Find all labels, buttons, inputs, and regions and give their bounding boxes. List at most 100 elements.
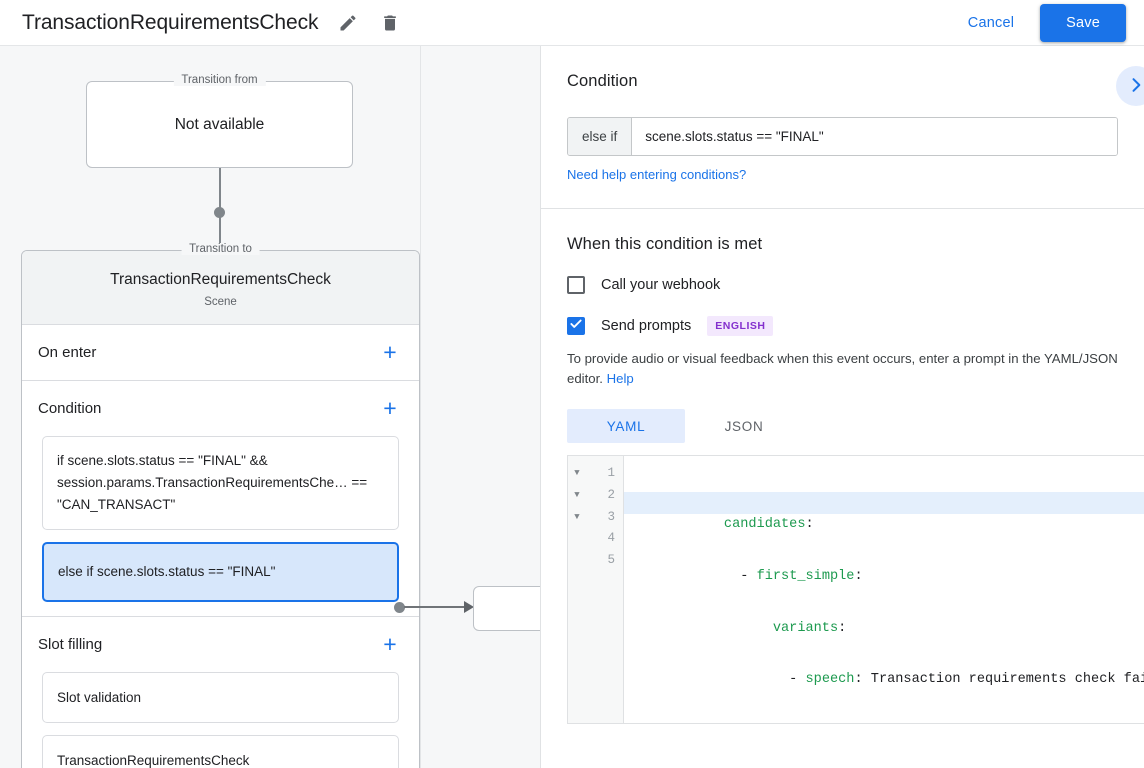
language-badge: ENGLISH [707, 316, 774, 336]
send-prompts-label: Send prompts [601, 318, 692, 334]
code-line: candidates: [624, 492, 1144, 532]
call-webhook-label: Call your webhook [601, 277, 721, 293]
condition-list: if scene.slots.status == "FINAL" && sess… [22, 436, 419, 616]
gutter-line: 4 [568, 528, 623, 550]
flow-graph-canvas[interactable]: Transition from Not available Transition… [0, 46, 541, 768]
when-met-heading: When this condition is met [567, 235, 763, 253]
transition-to-legend: Transition to [181, 243, 260, 255]
condition-edge-dot [394, 602, 405, 613]
code-line: - first_simple: [624, 544, 1144, 584]
code-indent [724, 621, 773, 636]
scene-header[interactable]: TransactionRequirementsCheck Scene [22, 251, 419, 325]
panel-divider [540, 46, 541, 768]
send-prompts-checkbox[interactable] [567, 317, 585, 335]
panel-condition-heading: Condition [567, 72, 638, 90]
line-number: 5 [607, 553, 615, 568]
prompts-help-link[interactable]: Help [606, 371, 634, 387]
line-number: 2 [607, 487, 615, 502]
scene-type: Scene [204, 296, 237, 308]
section-condition: Condition + if scene.slots.status == "FI… [22, 381, 419, 617]
line-number: 1 [607, 466, 615, 481]
code-colon: : [805, 516, 814, 532]
condition-expression-input[interactable] [632, 118, 1117, 155]
line-number: 3 [607, 509, 615, 524]
condition-input-row: else if [567, 117, 1118, 156]
chevron-right-icon [1126, 75, 1144, 98]
yaml-code-editor[interactable]: ▼ 1 ▼ 2 ▼ 3 4 [567, 455, 1144, 725]
condition-item[interactable]: if scene.slots.status == "FINAL" && sess… [42, 436, 399, 530]
line-number: 4 [607, 531, 615, 546]
top-header-bar: TransactionRequirementsCheck Cancel Save [0, 0, 1144, 46]
transition-from-node[interactable]: Transition from Not available [86, 74, 353, 168]
code-colon: : [838, 620, 847, 636]
gutter-line: 5 [568, 549, 623, 571]
editor-format-tabs: YAML JSON [567, 409, 1118, 444]
prompts-helper-text: To provide audio or visual feedback when… [567, 349, 1118, 389]
fold-triangle-icon[interactable]: ▼ [574, 489, 580, 500]
call-webhook-checkbox[interactable] [567, 276, 585, 294]
gutter-line: ▼ 1 [568, 462, 623, 484]
condition-edge-line [404, 606, 466, 608]
section-on-enter-header: On enter + [22, 325, 419, 380]
slot-filling-item[interactable]: Slot validation [42, 672, 399, 723]
code-colon: : [854, 672, 863, 688]
tab-json[interactable]: JSON [685, 409, 803, 443]
scene-name: TransactionRequirementsCheck [110, 271, 331, 288]
collapse-panel-button[interactable] [1116, 66, 1144, 106]
detail-panel: Condition else if Need help entering con… [541, 46, 1144, 768]
cancel-button[interactable]: Cancel [956, 7, 1026, 39]
slot-filling-list: Slot validation TransactionRequirementsC… [22, 672, 419, 768]
editor-code-area[interactable]: candidates: - first_simple: variants: - … [624, 456, 1144, 723]
code-key: speech [805, 672, 855, 688]
code-key: variants [772, 620, 839, 636]
checkmark-icon [569, 317, 583, 336]
add-condition-button[interactable]: + [377, 396, 403, 422]
next-node-card[interactable] [473, 586, 541, 631]
condition-prefix-label: else if [568, 118, 633, 155]
webhook-checkbox-row[interactable]: Call your webhook [567, 276, 1118, 294]
code-indent [724, 569, 740, 584]
code-colon: : [854, 568, 863, 584]
delete-button[interactable] [374, 7, 406, 39]
add-slot-filling-button[interactable]: + [377, 632, 403, 658]
tab-yaml[interactable]: YAML [567, 409, 685, 444]
fold-triangle-icon[interactable]: ▼ [574, 511, 580, 522]
code-line: - speech: Transaction requirements check… [624, 648, 1144, 687]
prompts-helper-copy: To provide audio or visual feedback when… [567, 351, 1118, 387]
send-prompts-row[interactable]: Send prompts ENGLISH [567, 316, 1118, 336]
section-on-enter-title: On enter [38, 344, 97, 361]
panel-condition-section: Condition else if Need help entering con… [541, 46, 1144, 209]
section-condition-title: Condition [38, 400, 102, 417]
code-dash: - [740, 568, 757, 584]
add-on-enter-button[interactable]: + [377, 340, 403, 366]
transition-to-node: Transition to TransactionRequirementsChe… [21, 243, 420, 768]
code-key: candidates [723, 516, 806, 532]
section-slot-filling-title: Slot filling [38, 636, 103, 653]
transition-from-legend: Transition from [173, 74, 266, 86]
condition-item-selected[interactable]: else if scene.slots.status == "FINAL" [42, 542, 399, 602]
condition-help-link[interactable]: Need help entering conditions? [567, 167, 747, 182]
section-slot-filling-header: Slot filling + [22, 617, 419, 672]
pencil-icon [338, 13, 358, 33]
condition-edge-arrowhead [464, 601, 474, 613]
panel-when-met-section: When this condition is met Call your web… [541, 209, 1144, 748]
gutter-line: ▼ 3 [568, 506, 623, 528]
section-condition-header: Condition + [22, 381, 419, 436]
editor-gutter: ▼ 1 ▼ 2 ▼ 3 4 [568, 456, 624, 724]
section-on-enter: On enter + [22, 325, 419, 381]
trash-icon [380, 13, 400, 33]
gutter-line: ▼ 2 [568, 484, 623, 506]
code-indent [724, 672, 789, 687]
code-key: first_simple [756, 568, 855, 584]
edit-title-button[interactable] [332, 7, 364, 39]
section-slot-filling: Slot filling + Slot validation Transacti… [22, 617, 419, 768]
transition-from-title: Not available [174, 115, 265, 133]
fold-triangle-icon[interactable]: ▼ [574, 468, 580, 479]
save-button[interactable]: Save [1040, 3, 1126, 42]
code-line: variants: [624, 596, 1144, 636]
slot-filling-item[interactable]: TransactionRequirementsCheck [42, 735, 399, 768]
code-value: Transaction requirements check failed [862, 672, 1144, 688]
page-title: TransactionRequirementsCheck [22, 10, 319, 34]
code-dash: - [789, 672, 806, 688]
